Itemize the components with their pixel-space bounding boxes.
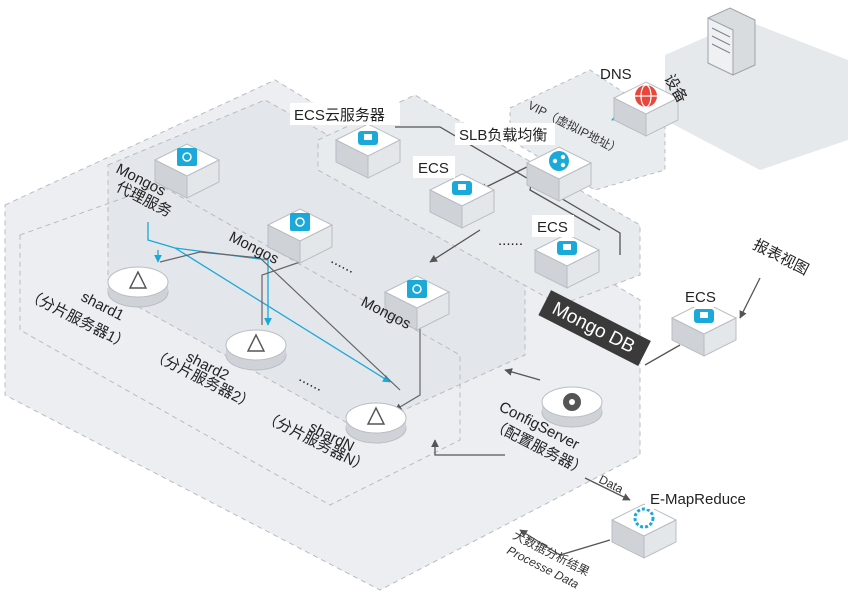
data-label: Data [597, 472, 626, 496]
ecs-right-label-bg [680, 285, 722, 307]
shard-disk-icon [366, 406, 386, 425]
slb-node[interactable] [526, 146, 592, 202]
ecs-cloud-server-node[interactable] [335, 123, 401, 179]
ecs-node-1[interactable] [429, 173, 495, 229]
ecs1-label: ECS [418, 160, 449, 177]
emapreduce-node[interactable] [611, 503, 677, 559]
mongos-hub-icon [177, 148, 197, 166]
load-balancer-icon [549, 151, 569, 171]
dns-label: DNS [600, 66, 632, 83]
emr-label: E-MapReduce [650, 491, 746, 508]
dns-globe-icon [635, 84, 657, 108]
slb-label-bg [455, 123, 555, 145]
cloud-server-icon [557, 241, 577, 255]
shard-disk-icon [128, 270, 148, 289]
shard-disk-icon [246, 333, 266, 352]
ecs-cloud-label: ECS云服务器 [294, 107, 385, 124]
config-server-icon [563, 393, 581, 411]
mongos-node-2[interactable] [384, 275, 450, 331]
emapreduce-icon [633, 507, 655, 529]
emr-label-bg [645, 487, 765, 509]
ecs-node-2[interactable] [534, 233, 600, 289]
config-server-node[interactable] [541, 386, 603, 428]
ecs-cloud-label-bg [290, 103, 400, 125]
ecs2-label-bg [532, 215, 574, 237]
ecs2-label: ECS [537, 219, 568, 236]
ecs-right-label: ECS [685, 289, 716, 306]
mongos-hub-icon [290, 213, 310, 231]
ecs-ellipsis: ...... [498, 232, 523, 249]
dns-node[interactable] [613, 81, 679, 137]
ecs-node-right[interactable] [671, 301, 737, 357]
mongos-hub-icon [407, 280, 427, 298]
cloud-server-icon [452, 181, 472, 195]
ecs1-label-bg [413, 156, 455, 178]
cloud-server-icon [358, 131, 378, 145]
mongos-proxy-node[interactable] [154, 143, 220, 199]
shard1-node[interactable] [107, 266, 169, 308]
cloud-server-icon [694, 309, 714, 323]
server-rack-icon [707, 7, 756, 76]
slb-label: SLB负载均衡 [459, 127, 547, 144]
dns-platform [665, 20, 848, 170]
shard2-node[interactable] [225, 329, 287, 371]
mongos-node-1[interactable] [267, 208, 333, 264]
report-view-label: 报表视图 [750, 236, 811, 278]
shardN-node[interactable] [345, 402, 407, 444]
